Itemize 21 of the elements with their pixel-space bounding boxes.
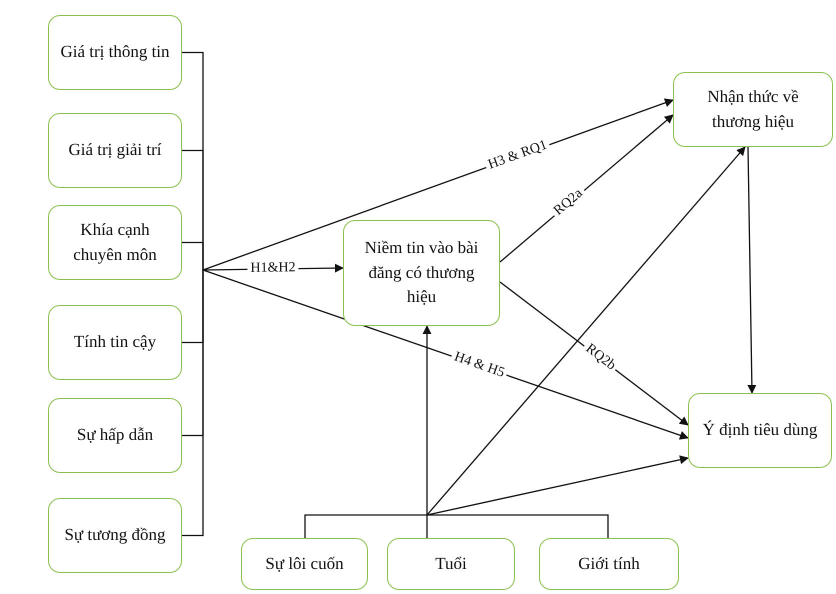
concept-box: Sự tương đồng (48, 498, 182, 573)
arrow (747, 146, 756, 394)
concept-box: Nhận thức về thương hiệu (673, 72, 833, 147)
concept-box: Sự hấp dẫn (48, 398, 182, 473)
bracket-line (304, 514, 427, 538)
concept-box: Giá trị giải trí (48, 113, 182, 188)
bracket-line (426, 514, 428, 538)
concept-box: Giá trị thông tin (48, 15, 182, 90)
concept-box: Khía cạnh chuyên môn (48, 205, 182, 280)
bracket-line (182, 270, 204, 536)
concept-box: Ý định tiêu dùng (688, 393, 832, 468)
arrow (426, 146, 746, 516)
concept-box: Sự lôi cuốn (241, 538, 368, 590)
bracket-line (182, 242, 204, 270)
concept-box: Tính tin cậy (48, 305, 182, 380)
arrow (426, 455, 689, 516)
concept-box: Giới tính (539, 538, 679, 590)
arrow (422, 325, 432, 515)
concept-box: Tuổi (387, 538, 515, 590)
bracket-line (427, 514, 609, 538)
concept-box: Niềm tin vào bài đăng có thương hiệu (343, 220, 500, 326)
